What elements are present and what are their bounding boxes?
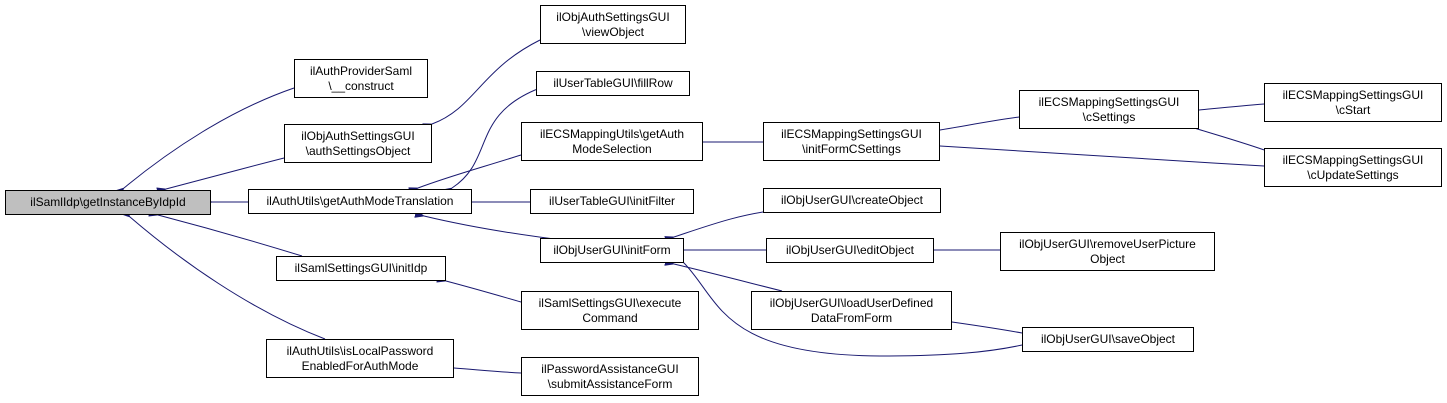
edge-gam-fillrow <box>442 87 541 197</box>
node-usertablegui-fillrow[interactable]: ilUserTableGUI\fillRow <box>536 71 690 96</box>
edge-initidp-exec <box>436 274 522 303</box>
node-label: ilAuthUtils\isLocalPassword <box>286 343 434 358</box>
edge-initform-create <box>664 209 779 244</box>
edge-root-authutils-islocal <box>120 208 326 340</box>
node-label: ilPasswordAssistanceGUI <box>541 361 679 376</box>
node-objusergui-editobject[interactable]: ilObjUserGUI\editObject <box>766 238 934 263</box>
node-label: \submitAssistanceForm <box>547 376 673 391</box>
node-objusergui-saveobject[interactable]: ilObjUserGUI\saveObject <box>1022 327 1194 352</box>
node-label: ilSamlSettingsGUI\initIdp <box>294 261 428 275</box>
node-label: ilObjUserGUI\initForm <box>553 243 671 257</box>
edge-ecsinit-csettings <box>930 116 1020 136</box>
node-label: ilObjAuthSettingsGUI <box>556 9 670 24</box>
edge-initform-save <box>674 253 1023 357</box>
node-label: \cSettings <box>1082 109 1136 124</box>
edge-gam-ecsutils <box>408 154 522 195</box>
node-label: ilAuthProviderSaml <box>309 63 413 78</box>
edge-csettings-cstart <box>1189 103 1265 115</box>
node-label: Command <box>582 310 638 325</box>
node-label: ilObjAuthSettingsGUI <box>301 128 415 143</box>
node-label: ilObjUserGUI\loadUserDefined <box>769 295 934 310</box>
node-objusergui-removeuserpictureobject[interactable]: ilObjUserGUI\removeUserPicture Object <box>1000 232 1215 271</box>
node-label: ilECSMappingSettingsGUI <box>781 126 922 141</box>
edge-root-authprov <box>114 87 295 197</box>
node-authutils-getauthmodetranslation[interactable]: ilAuthUtils\getAuthModeTranslation <box>248 189 472 214</box>
node-authprovidersaml-construct[interactable]: ilAuthProviderSaml \__construct <box>294 59 428 98</box>
node-label: ilECSMappingUtils\getAuth <box>539 126 685 141</box>
node-objauthsettingsgui-authsettingsobject[interactable]: ilObjAuthSettingsGUI \authSettingsObject <box>284 124 432 163</box>
node-label: ilObjUserGUI\removeUserPicture <box>1019 236 1196 251</box>
node-label: \viewObject <box>581 24 645 39</box>
node-label: DataFromForm <box>810 310 893 325</box>
node-samlsettingsgui-initidp[interactable]: ilSamlSettingsGUI\initIdp <box>276 256 446 281</box>
edge-loaduser-save <box>942 316 1023 334</box>
edge-objauthso-view <box>422 39 541 131</box>
node-objusergui-createobject[interactable]: ilObjUserGUI\createObject <box>763 188 941 213</box>
node-ecsmappingutils-getauthmodeselection[interactable]: ilECSMappingUtils\getAuth ModeSelection <box>521 122 703 161</box>
edge-islocal-pwassist <box>444 363 522 374</box>
node-label: Object <box>1090 251 1125 266</box>
edge-root-objauthso <box>156 157 285 196</box>
node-label: ilSamlIdp\getInstanceByIdpId <box>30 195 186 209</box>
node-label: \cStart <box>1335 102 1371 117</box>
node-objusergui-initform[interactable]: ilObjUserGUI\initForm <box>540 238 684 263</box>
node-ecsmappingsettingsgui-cstart[interactable]: ilECSMappingSettingsGUI \cStart <box>1264 83 1442 122</box>
node-objauthsettingsgui-viewobject[interactable]: ilObjAuthSettingsGUI \viewObject <box>540 5 686 44</box>
node-ecsmappingsettingsgui-cupdatesettings[interactable]: ilECSMappingSettingsGUI \cUpdateSettings <box>1264 148 1442 187</box>
node-label: \cUpdateSettings <box>1307 167 1399 182</box>
node-label: ilECSMappingSettingsGUI <box>1038 94 1180 109</box>
node-ecsmappingsettingsgui-csettings[interactable]: ilECSMappingSettingsGUI \cSettings <box>1019 90 1199 129</box>
node-label: \initFormCSettings <box>802 141 901 156</box>
node-samlidp-getinstancebyidpid: ilSamlIdp\getInstanceByIdpId <box>5 190 211 215</box>
node-label: ilObjUserGUI\editObject <box>785 243 915 257</box>
node-samlsettingsgui-executecommand[interactable]: ilSamlSettingsGUI\execute Command <box>521 291 699 330</box>
node-ecsmappingsettingsgui-initformcsettings[interactable]: ilECSMappingSettingsGUI \initFormCSettin… <box>763 122 940 161</box>
node-label: ilAuthUtils\getAuthModeTranslation <box>266 194 454 208</box>
node-label: EnabledForAuthMode <box>301 358 419 373</box>
node-passwordassistancegui-submitassistanceform[interactable]: ilPasswordAssistanceGUI \submitAssistanc… <box>521 357 699 396</box>
node-label: ilSamlSettingsGUI\execute <box>538 295 682 310</box>
node-label: \__construct <box>328 78 394 93</box>
node-label: ilUserTableGUI\fillRow <box>553 76 673 90</box>
node-label: ilECSMappingSettingsGUI <box>1282 152 1424 167</box>
node-label: ModeSelection <box>572 141 652 156</box>
edge-initform-loaduser <box>664 258 783 292</box>
node-label: ilUserTableGUI\initFilter <box>548 194 676 208</box>
edge-ecsinit-cupdate <box>930 141 1265 167</box>
edge-csettings-cupdate <box>1181 120 1271 153</box>
node-label: ilECSMappingSettingsGUI <box>1282 87 1424 102</box>
node-usertablegui-initfilter[interactable]: ilUserTableGUI\initFilter <box>530 189 694 214</box>
node-label: \authSettingsObject <box>305 143 411 158</box>
node-objusergui-loaduserdefineddatafromform[interactable]: ilObjUserGUI\loadUserDefined DataFromFor… <box>751 291 952 330</box>
node-label: ilObjUserGUI\saveObject <box>1040 332 1176 346</box>
node-authutils-islocalpasswordenabledforauthmode[interactable]: ilAuthUtils\isLocalPassword EnabledForAu… <box>266 339 454 378</box>
node-label: ilObjUserGUI\createObject <box>780 193 924 207</box>
edge-root-samlset-initidp <box>148 208 303 257</box>
